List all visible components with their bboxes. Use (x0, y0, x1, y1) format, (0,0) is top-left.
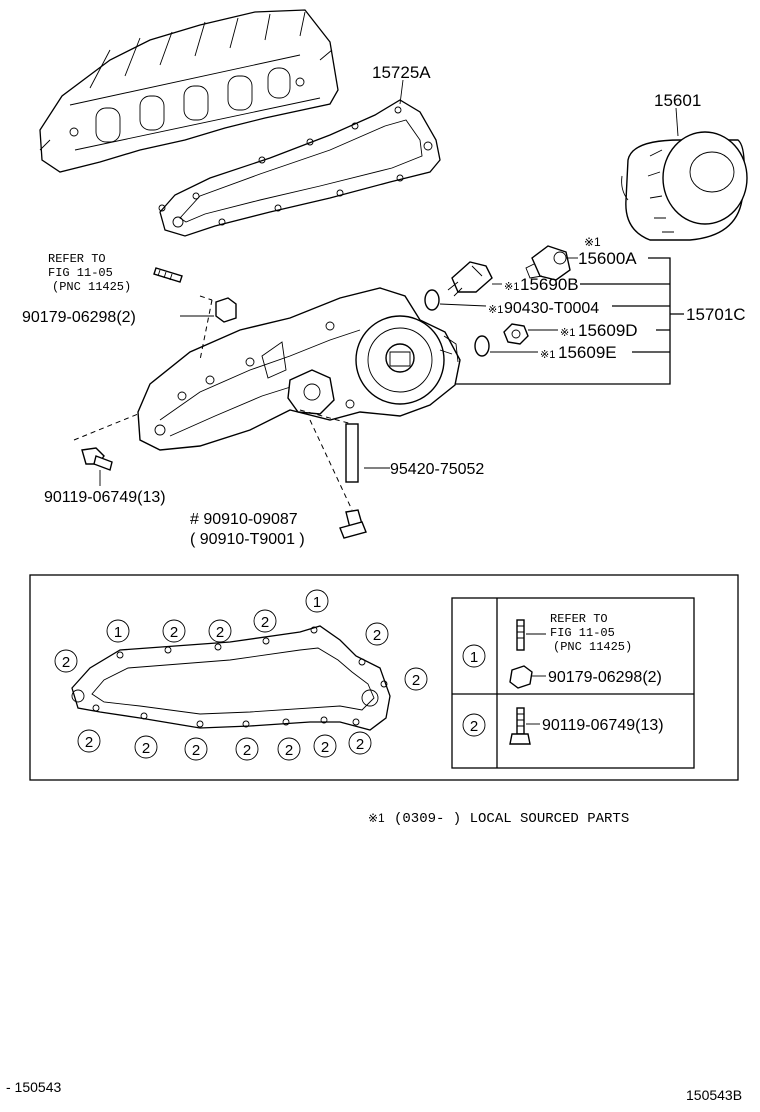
legend-refer-line1: REFER TO (550, 612, 608, 626)
callout-15609d: 15609D (578, 321, 638, 340)
gasket-label-2c: 2 (208, 619, 232, 643)
callout-15701c: 15701C (686, 305, 746, 324)
oil-filter-drawing (621, 131, 748, 241)
leader-15725a (399, 79, 404, 105)
svg-text:2: 2 (261, 614, 269, 631)
note-mark-15600a: ※1 (584, 235, 601, 249)
oil-cooler-housing-drawing (137, 287, 461, 451)
footnote-text: (0309- ) LOCAL SOURCED PARTS (394, 811, 629, 827)
gasket-label-2k: 2 (277, 737, 301, 761)
refer-line1: REFER TO (48, 252, 106, 266)
legend-key-1: 1 (462, 644, 486, 668)
svg-text:2: 2 (243, 742, 251, 759)
gasket-label-1b: 1 (305, 589, 329, 613)
callout-90119: 90119-06749(13) (44, 489, 166, 506)
footer-right: 150543B (686, 1087, 742, 1103)
inset-box (29, 574, 739, 781)
note-mark-15690b: ※1 (504, 281, 519, 293)
svg-text:2: 2 (356, 736, 364, 753)
nut-90179-drawing (215, 297, 237, 323)
legend-part-90119: 90119-06749(13) (542, 717, 664, 734)
svg-text:2: 2 (285, 742, 293, 759)
svg-text:2: 2 (85, 734, 93, 751)
legend-nut-drawing (509, 665, 533, 689)
note-mark-15609d: ※1 (560, 327, 575, 339)
gasket-label-2g: 2 (77, 729, 101, 753)
bolt-90119-drawing (81, 447, 113, 471)
callout-15609e: 15609E (558, 343, 617, 362)
callout-15690b: 15690B (520, 275, 579, 294)
callout-15601: 15601 (654, 91, 701, 110)
gasket-label-2b: 2 (162, 619, 186, 643)
union-15609d-drawing (503, 323, 529, 345)
legend-stud-drawing (516, 619, 525, 651)
dash-bolt-90119 (73, 413, 139, 441)
bracket-15701c (448, 257, 684, 385)
stud-bolt-drawing (153, 267, 183, 283)
svg-text:2: 2 (321, 739, 329, 756)
dash-nut-90179 (199, 295, 213, 301)
gasket-ring-90430-drawing (424, 289, 440, 311)
svg-text:2: 2 (62, 654, 70, 671)
svg-text:2: 2 (216, 624, 224, 641)
refer-line2: FIG 11-05 (48, 266, 113, 280)
svg-text:1: 1 (114, 624, 122, 641)
gasket-label-2i: 2 (184, 737, 208, 761)
callout-15725a: 15725A (372, 63, 431, 82)
callout-90910b: ( 90910-T9001 ) (190, 531, 305, 548)
note-mark-90430: ※1 (488, 304, 503, 316)
svg-text:2: 2 (142, 740, 150, 757)
svg-text:2: 2 (373, 627, 381, 644)
gasket-label-2a: 2 (54, 649, 78, 673)
callout-90430: 90430-T0004 (504, 300, 599, 317)
gasket-label-2h: 2 (134, 735, 158, 759)
gasket-bolt-labels: 1 1 2 2 2 2 2 2 2 2 2 2 2 2 2 (54, 589, 428, 761)
gasket-label-2f: 2 (404, 667, 428, 691)
gasket-label-2l: 2 (313, 734, 337, 758)
plug-90910-drawing (339, 509, 367, 539)
oil-pressure-sender-drawing (447, 261, 493, 297)
svg-text:2: 2 (470, 718, 478, 735)
gasket-label-2e: 2 (365, 622, 389, 646)
footer-left: - 150543 (6, 1079, 61, 1095)
gasket-label-1a: 1 (106, 619, 130, 643)
callout-90910a: # 90910-09087 (190, 511, 298, 528)
engine-block-drawing (39, 9, 339, 173)
oil-pressure-switch-drawing (525, 245, 571, 281)
gasket-label-2m: 2 (348, 731, 372, 755)
svg-text:2: 2 (412, 672, 420, 689)
footnote-mark: ※1 (368, 811, 385, 825)
note-mark-15609e: ※1 (540, 349, 555, 361)
callout-90179: 90179-06298(2) (22, 309, 136, 326)
dash-plug-90910 (309, 419, 353, 511)
svg-text:2: 2 (192, 742, 200, 759)
legend-refer-line3: (PNC 11425) (553, 640, 632, 654)
legend-key-2: 2 (462, 713, 486, 737)
gasket-layout-drawing (71, 625, 391, 731)
callout-15600a: 15600A (578, 249, 637, 268)
refer-line3: (PNC 11425) (52, 280, 131, 294)
gasket-15725a-drawing (158, 99, 441, 237)
leader-15601 (675, 107, 679, 137)
dash-nut-90179-b (199, 299, 213, 361)
legend-part-90179: 90179-06298(2) (548, 669, 662, 686)
gasket-15609e-drawing (474, 335, 490, 357)
legend-bolt-drawing (509, 707, 531, 745)
svg-text:1: 1 (313, 594, 321, 611)
gasket-label-2j: 2 (235, 737, 259, 761)
gasket-label-2d: 2 (253, 609, 277, 633)
callout-95420: 95420-75052 (390, 461, 484, 478)
leader-90430 (439, 303, 487, 307)
pin-95420-drawing (345, 423, 359, 483)
svg-text:1: 1 (470, 649, 478, 666)
legend-table (451, 597, 695, 769)
legend-refer-line2: FIG 11-05 (550, 626, 615, 640)
svg-text:2: 2 (170, 624, 178, 641)
